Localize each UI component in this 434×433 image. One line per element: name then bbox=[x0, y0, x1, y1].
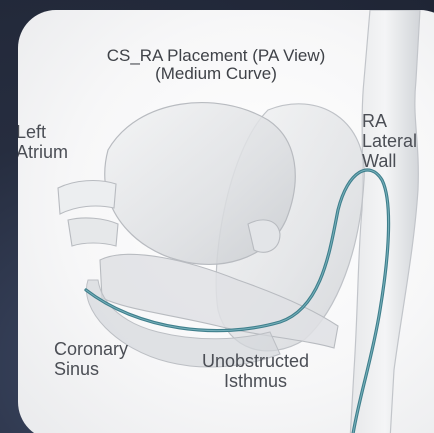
figure-card: CS_RA Placement (PA View) (Medium Curve)… bbox=[18, 10, 434, 433]
label-ra-lateral-wall: RA Lateral Wall bbox=[362, 111, 417, 171]
figure-title: CS_RA Placement (PA View) (Medium Curve) bbox=[36, 47, 396, 83]
pulmonary-vein-shape bbox=[58, 181, 116, 214]
title-line-1: CS_RA Placement (PA View) bbox=[36, 47, 396, 65]
label-coronary-sinus: Coronary Sinus bbox=[54, 339, 128, 379]
label-unobstructed-isthmus: Unobstructed Isthmus bbox=[202, 351, 309, 391]
title-line-2: (Medium Curve) bbox=[36, 65, 396, 83]
pulmonary-vein-shape bbox=[68, 218, 118, 246]
label-left-atrium: Left Atrium bbox=[18, 122, 68, 162]
